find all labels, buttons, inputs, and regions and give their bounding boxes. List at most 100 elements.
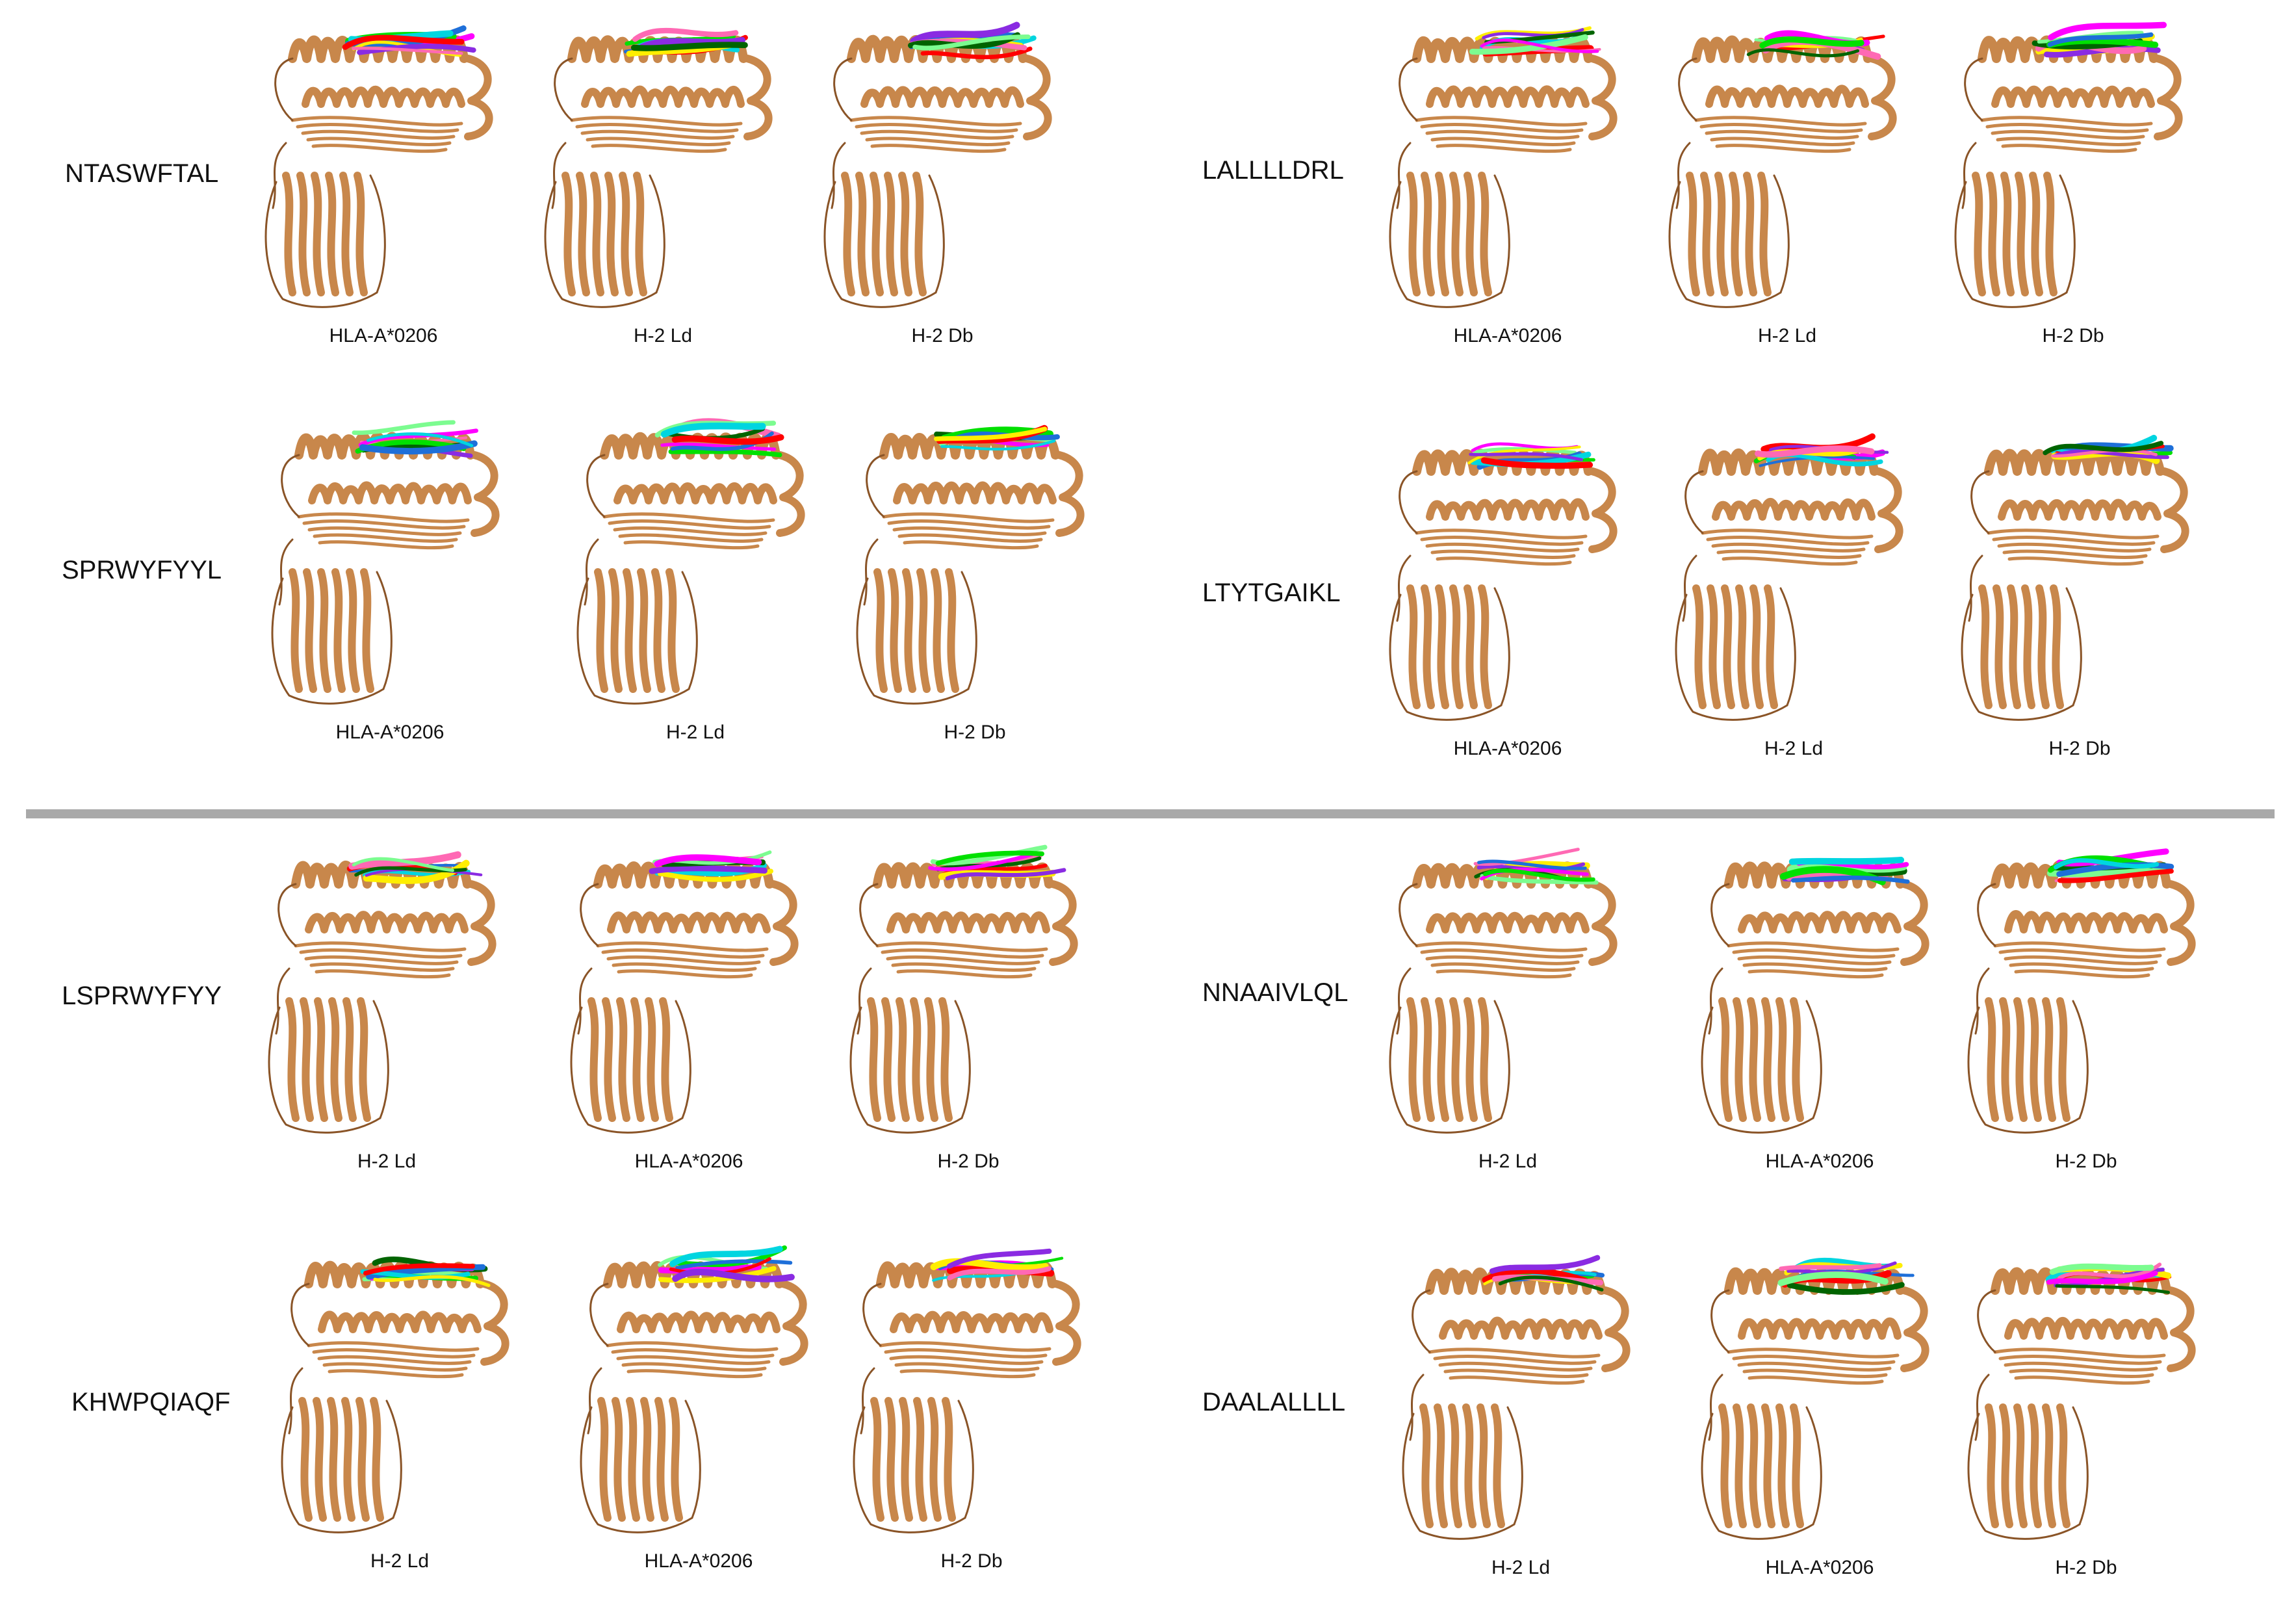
beta-sheet-strand [892, 526, 1047, 536]
beta-sheet-strand [1436, 556, 1572, 566]
beta-sheet-strand [611, 1348, 775, 1359]
allele-caption: H-2 Db [937, 1151, 1000, 1172]
alpha-helix-ribbon [1426, 85, 1590, 108]
beta-strand [346, 568, 360, 693]
peptide-conformer [352, 420, 456, 436]
mhc-structure-image [1967, 848, 2196, 1134]
allele-caption: H-2 Ld [370, 1550, 430, 1572]
beta-sheet-strand [2004, 1361, 2158, 1372]
allele-caption: HLA-A*0206 [1453, 325, 1562, 346]
alpha-helix-ribbon [1705, 85, 1869, 108]
loop-strand [866, 454, 885, 518]
loop-strand [570, 1006, 684, 1134]
beta-sheet-strand [1732, 948, 1896, 959]
alpha-helix-ribbon [1588, 880, 1618, 966]
beta-strand [282, 172, 296, 296]
alpha-helix-ribbon [890, 1310, 1053, 1333]
alpha-helix-ribbon [1425, 1266, 1606, 1295]
beta-sheet-strand [306, 137, 452, 146]
peptide-conformer [373, 1275, 491, 1288]
beta-strand [1464, 997, 1478, 1122]
loop-strand [833, 57, 853, 122]
loop-strand [1389, 1006, 1503, 1134]
loop-strand [584, 538, 599, 606]
beta-strand [669, 1397, 683, 1522]
mhc-structure-image [1701, 857, 1929, 1134]
beta-sheet-strand [1433, 1354, 1597, 1365]
loop-strand [544, 181, 658, 308]
beta-sheet-strand [2014, 969, 2150, 979]
alpha-helix-ribbon [480, 1280, 510, 1366]
alpha-helix-ribbon [1900, 880, 1929, 966]
beta-strand [1718, 1403, 1733, 1528]
structure-cell: H-2 Ld [1657, 426, 1930, 759]
loop-strand [853, 1406, 966, 1533]
allele-caption: H-2 Ld [1478, 1151, 1538, 1172]
mhc-structure-image [1402, 1255, 1631, 1540]
beta-sheet-strand [580, 129, 735, 140]
beta-sheet-strand [887, 519, 1051, 530]
beta-strand [597, 1397, 612, 1522]
alpha-helix-ribbon [1874, 467, 1903, 553]
beta-strand [1700, 172, 1714, 296]
beta-sheet-strand [903, 540, 1039, 550]
beta-strand [317, 568, 331, 693]
alpha-helix-ribbon [464, 55, 493, 140]
beta-strand [576, 172, 590, 296]
peptide-conformer [1480, 457, 1593, 469]
peptide-conformer [660, 423, 766, 438]
beta-strand [1434, 1403, 1448, 1528]
loop-strand [1967, 1006, 2081, 1134]
beta-strand [1761, 1403, 1775, 1528]
loop-strand [1396, 142, 1412, 209]
peptide-conformer [910, 21, 1020, 45]
beta-strand [665, 568, 680, 693]
alpha-helix-ribbon [1698, 448, 1879, 476]
beta-sheet-strand [882, 512, 1055, 523]
loop-strand [1506, 1406, 1523, 1526]
structure-cell: H-2 Db [838, 410, 1111, 743]
beta-strand [884, 172, 898, 296]
alpha-helix-ribbon [1412, 448, 1593, 476]
mhc-structure-image [1389, 442, 1618, 721]
beta-sheet-strand [870, 144, 1007, 153]
beta-sheet-strand [2009, 962, 2154, 972]
beta-strand [313, 1397, 327, 1522]
alpha-helix-ribbon [318, 1310, 482, 1333]
loop-strand [372, 1000, 389, 1119]
beta-sheet-strand [311, 144, 448, 153]
loop-strand [586, 454, 606, 518]
beta-strand [355, 1397, 370, 1522]
peptide-conformer [2057, 868, 2174, 883]
beta-strand [2042, 997, 2056, 1122]
mhc-structure-image [271, 420, 500, 705]
alpha-helix-ribbon [294, 432, 475, 460]
peptide-conformer [1480, 867, 1589, 881]
mhc-structure-image [268, 851, 497, 1134]
beta-strand [1406, 172, 1421, 296]
beta-strand [931, 568, 945, 693]
beta-strand [587, 997, 602, 1122]
beta-sheet-strand [617, 969, 753, 979]
loop-strand [1701, 1006, 1814, 1134]
beta-sheet-strand [586, 137, 731, 146]
beta-strand [1721, 584, 1735, 709]
beta-sheet-strand [1993, 1348, 2166, 1359]
loop-strand [1409, 1374, 1425, 1441]
beta-strand [2015, 172, 2029, 296]
alpha-helix-ribbon [1049, 880, 1078, 966]
beta-strand [1775, 997, 1790, 1122]
loop-strand [961, 571, 977, 690]
allele-caption: H-2 Db [2055, 1557, 2117, 1578]
loop-strand [1493, 174, 1510, 294]
loop-strand [272, 142, 287, 209]
beta-strand [645, 997, 659, 1122]
allele-caption: H-2 Ld [1764, 738, 1824, 759]
beta-strand [590, 172, 604, 296]
beta-sheet-strand [297, 512, 470, 523]
beta-strand [913, 1397, 927, 1522]
peptide-conformer [2047, 32, 2154, 47]
beta-sheet-strand [855, 122, 1018, 133]
beta-strand [298, 1397, 313, 1522]
structure-cell: H-2 Ld [1384, 1245, 1657, 1578]
